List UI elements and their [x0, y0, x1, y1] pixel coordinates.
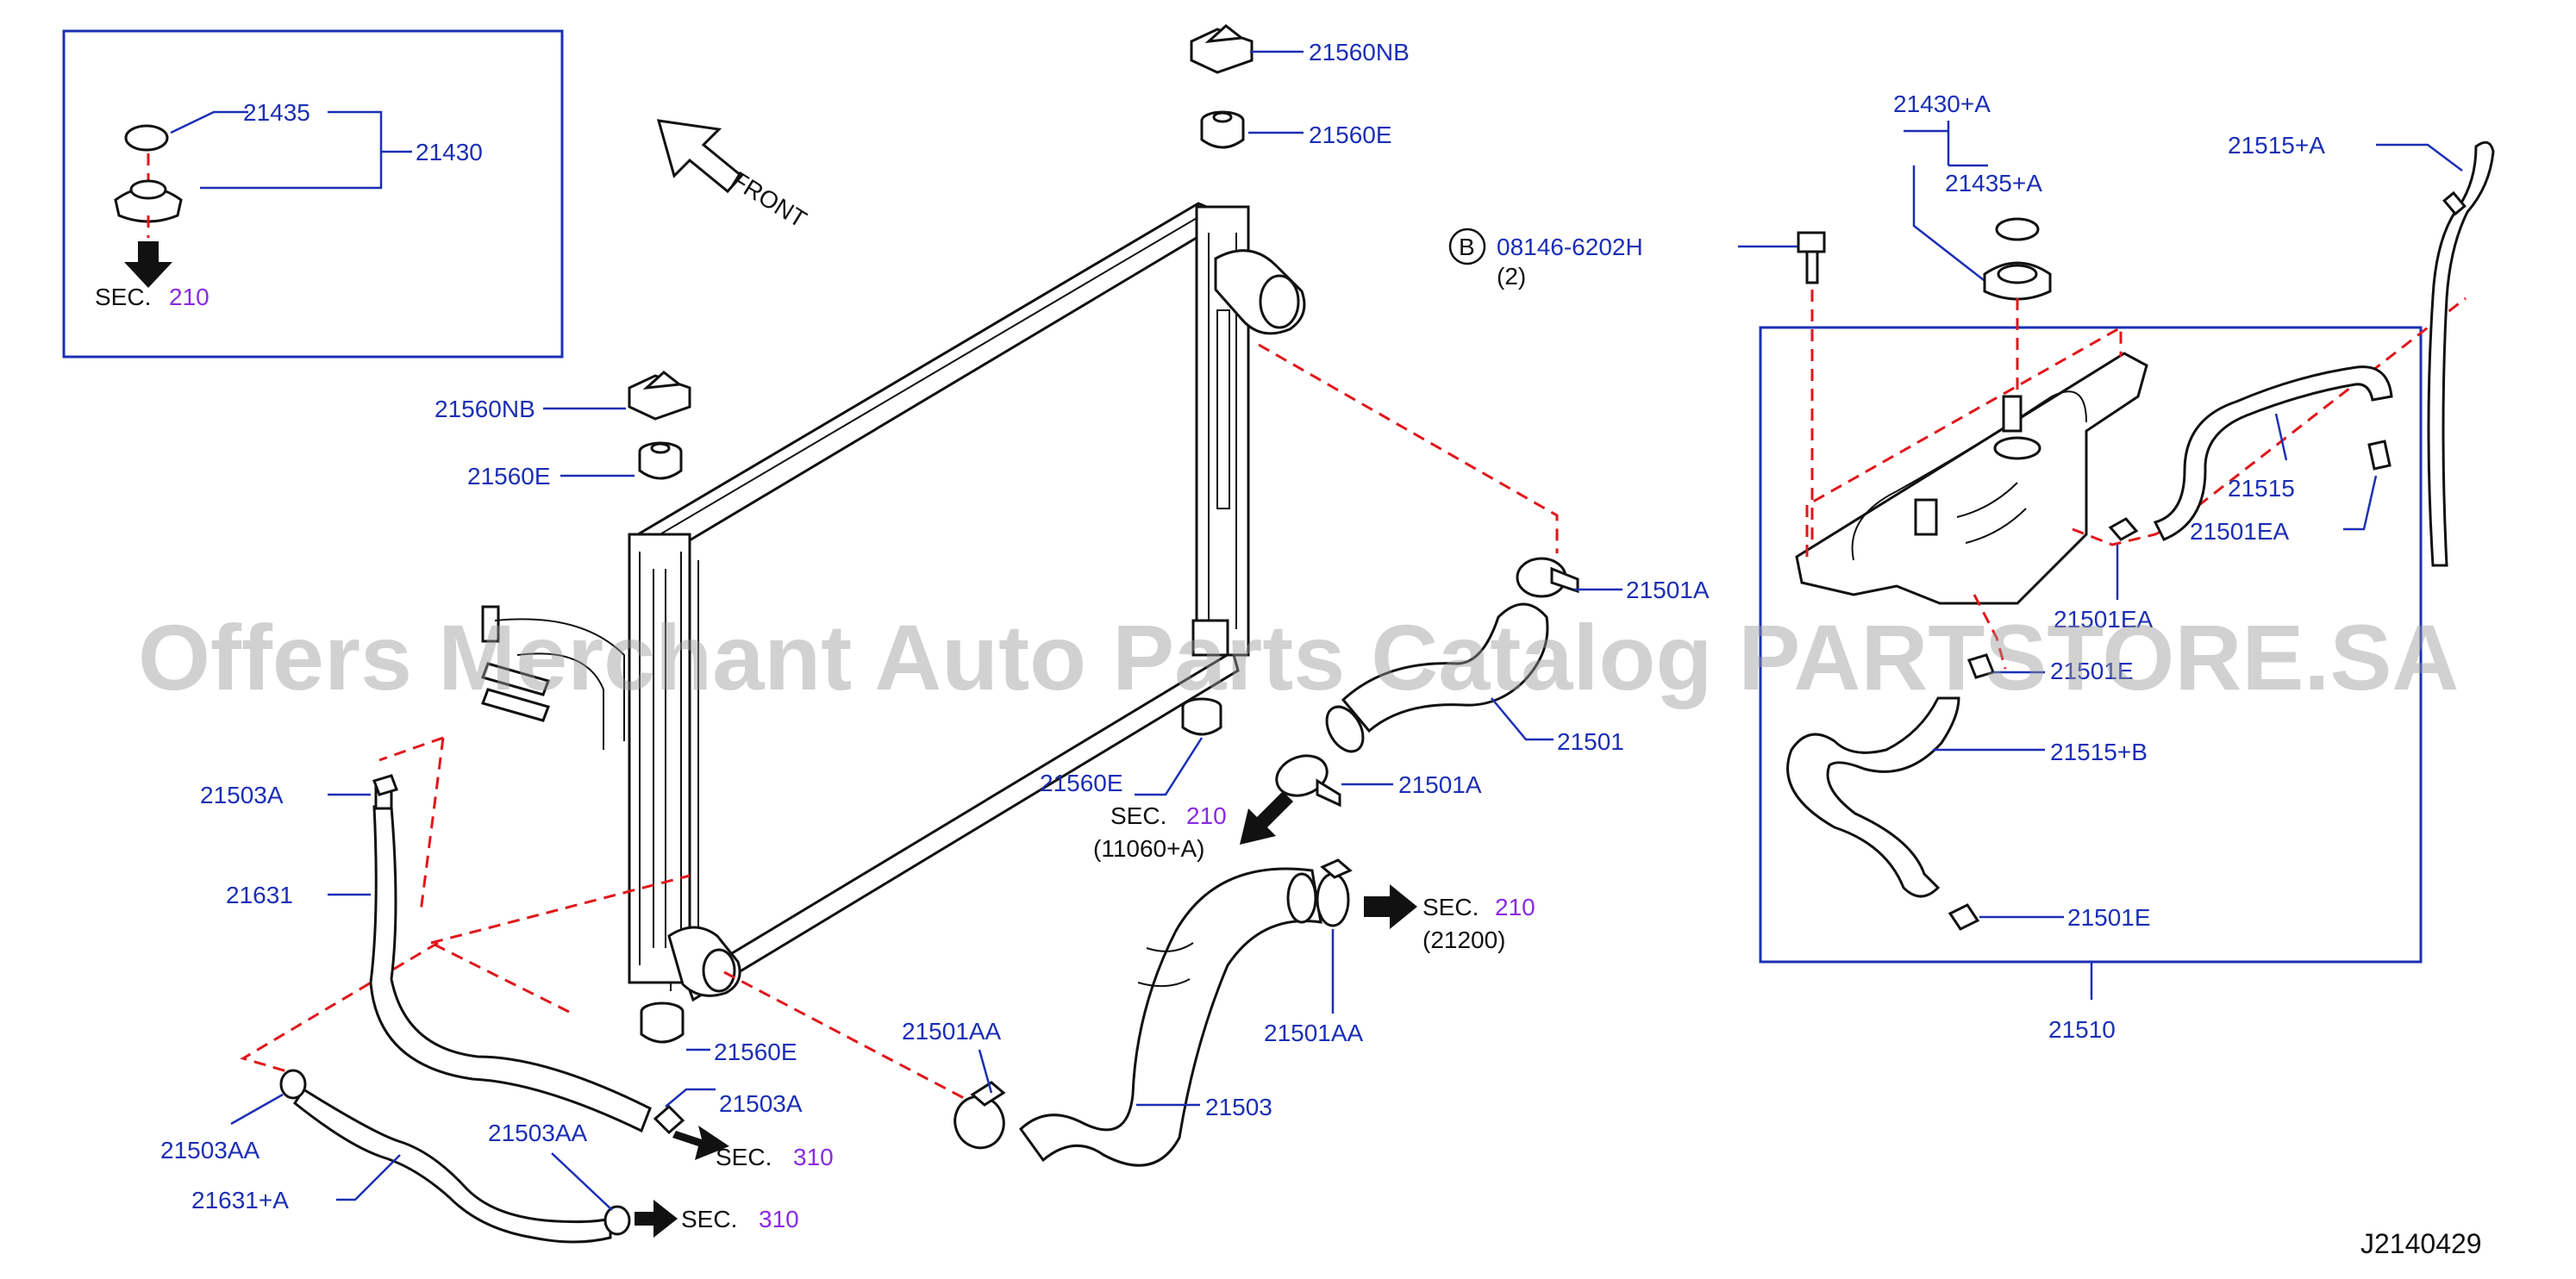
label-21560e-lower-left[interactable]: 21560E: [714, 1039, 797, 1065]
upper-right-mount-icon[interactable]: [1190, 24, 1254, 74]
sec-310a-number[interactable]: 310: [793, 1144, 834, 1170]
bolt-callout: B 08146-6202H (2): [1448, 228, 1826, 569]
sec-210b-label: SEC.: [1422, 894, 1479, 920]
bolt-quantity: (2): [1497, 263, 1526, 290]
sec-arrow-icon: [124, 241, 172, 288]
lower-left-bushing-icon[interactable]: [640, 1001, 685, 1044]
reservoir-gasket-icon[interactable]: [1995, 217, 2040, 241]
label-21501aa-left[interactable]: 21501AA: [902, 1018, 1002, 1045]
upper-hose-clamp-top-icon[interactable]: [1516, 557, 1579, 598]
bolt-reference-circle-icon: [1448, 228, 1486, 265]
label-21501e-mid[interactable]: 21501E: [2050, 658, 2134, 684]
reservoir-hose-icon[interactable]: [2153, 365, 2393, 541]
reservoir-clip-right-icon[interactable]: [2367, 440, 2392, 471]
reservoir-hose-b-icon[interactable]: [1786, 696, 1960, 898]
sec-210b-reference: (21200): [1422, 926, 1506, 953]
lower-hose-icon[interactable]: [1019, 867, 1322, 1167]
sec-number-210[interactable]: 210: [169, 284, 209, 310]
sec-210b-number[interactable]: 210: [1495, 894, 1535, 920]
label-08146-6202h[interactable]: 08146-6202H: [1497, 234, 1643, 260]
upper-hose-icon[interactable]: [1319, 602, 1549, 758]
sec-210-arrow-icon: [1240, 791, 1293, 845]
upper-left-mount-icon[interactable]: [628, 371, 691, 421]
upper-hose-clamp-bottom-icon[interactable]: [1271, 749, 1341, 808]
sec-210b-arrow-icon: [1364, 884, 1417, 929]
diagram-code: J2140429: [2360, 1228, 2482, 1259]
cap-gasket-icon[interactable]: [124, 124, 169, 152]
lower-outlet-neck-icon[interactable]: [667, 926, 741, 997]
cap-inset-frame: [62, 29, 564, 359]
label-21560e-lower-right[interactable]: 21560E: [1040, 770, 1123, 796]
radiator-cap-icon[interactable]: [114, 179, 183, 223]
label-21515a[interactable]: 21515+A: [2228, 132, 2325, 159]
label-21435a[interactable]: 21435+A: [1945, 170, 2042, 197]
label-21515[interactable]: 21515: [2228, 475, 2295, 502]
overflow-hose-icon[interactable]: [2427, 140, 2495, 567]
hose-clamp-left-icon[interactable]: [279, 1069, 307, 1100]
label-21430[interactable]: 21430: [416, 139, 483, 165]
label-21501a-top[interactable]: 21501A: [1626, 577, 1710, 603]
cap-inset: 21435 21430 SEC. 210: [62, 29, 564, 359]
oil-hose-b-icon[interactable]: [293, 1087, 612, 1244]
radiator-bracket-icon[interactable]: [1191, 619, 1229, 657]
sec-210-number[interactable]: 210: [1186, 802, 1227, 829]
upper-right-bushing-icon[interactable]: [1200, 110, 1245, 149]
label-21560nb-left[interactable]: 21560NB: [435, 396, 535, 422]
hose-clip-bottom-icon[interactable]: [653, 1104, 685, 1135]
label-21515b[interactable]: 21515+B: [2050, 739, 2148, 765]
sec-210-reference: (11060+A): [1093, 835, 1204, 862]
label-21503a-bottom[interactable]: 21503A: [719, 1090, 803, 1117]
label-21501e-bottom[interactable]: 21501E: [2067, 904, 2151, 931]
front-arrow-icon: [656, 119, 744, 194]
hose-clip-top-icon[interactable]: [372, 774, 398, 796]
reservoir-group: 21510 21430+A 21435+A: [1759, 90, 2495, 1043]
reservoir-clip-bottom-icon[interactable]: [1948, 903, 1980, 931]
bolt-icon[interactable]: [1797, 231, 1826, 284]
label-21503[interactable]: 21503: [1205, 1094, 1272, 1120]
label-21560e-right[interactable]: 21560E: [1309, 122, 1392, 148]
front-indicator: FRONT: [656, 119, 811, 233]
bolt-ref-letter: B: [1459, 234, 1475, 260]
lower-hose-clamp-right-icon[interactable]: [1316, 858, 1353, 927]
sec-310b-number[interactable]: 310: [759, 1206, 799, 1232]
label-21631[interactable]: 21631: [226, 882, 293, 908]
label-21430a[interactable]: 21430+A: [1893, 90, 1991, 117]
hose-clamp-bottom-icon[interactable]: [603, 1205, 631, 1236]
sec-310b-arrow-icon: [635, 1200, 678, 1238]
label-21503a-top[interactable]: 21503A: [200, 782, 284, 808]
sec-label: SEC.: [95, 284, 151, 310]
upper-outlet-neck-icon[interactable]: [1214, 249, 1306, 335]
reservoir-cap-icon[interactable]: [1983, 261, 2052, 301]
reservoir-tank-icon[interactable]: [1795, 352, 2148, 605]
watermark-text: Offers Merchant Auto Parts Catalog PARTS…: [138, 605, 2459, 709]
label-21501aa-right[interactable]: 21501AA: [1264, 1020, 1364, 1046]
lower-hose-clamp-left-icon[interactable]: [947, 1081, 1010, 1155]
sec-210-label: SEC.: [1110, 802, 1166, 829]
label-21501ea-left[interactable]: 21501EA: [2054, 606, 2154, 633]
label-21510[interactable]: 21510: [2048, 1016, 2116, 1043]
upper-left-bushing-icon[interactable]: [638, 441, 683, 480]
sec-310a-arrow-icon: [672, 1126, 729, 1160]
label-21435[interactable]: 21435: [243, 99, 310, 126]
sec-310a-label: SEC.: [716, 1144, 772, 1170]
label-21503aa-bottom[interactable]: 21503AA: [488, 1120, 588, 1146]
oil-cooler-pipe-icon[interactable]: [481, 605, 625, 750]
lower-right-bushing-icon[interactable]: [1181, 697, 1222, 736]
label-21501ea-right[interactable]: 21501EA: [2190, 518, 2290, 545]
reservoir-clip-left-icon[interactable]: [2108, 517, 2139, 541]
radiator-core[interactable]: [481, 202, 1306, 1002]
label-21560nb-right[interactable]: 21560NB: [1309, 39, 1410, 66]
label-21560e-left[interactable]: 21560E: [467, 463, 551, 490]
label-21631a[interactable]: 21631+A: [191, 1187, 289, 1213]
label-21503aa-left[interactable]: 21503AA: [160, 1137, 260, 1164]
sec-310b-label: SEC.: [681, 1206, 737, 1232]
label-21501[interactable]: 21501: [1557, 728, 1624, 755]
front-text: FRONT: [727, 166, 811, 233]
label-21501a-bottom[interactable]: 21501A: [1398, 771, 1482, 798]
